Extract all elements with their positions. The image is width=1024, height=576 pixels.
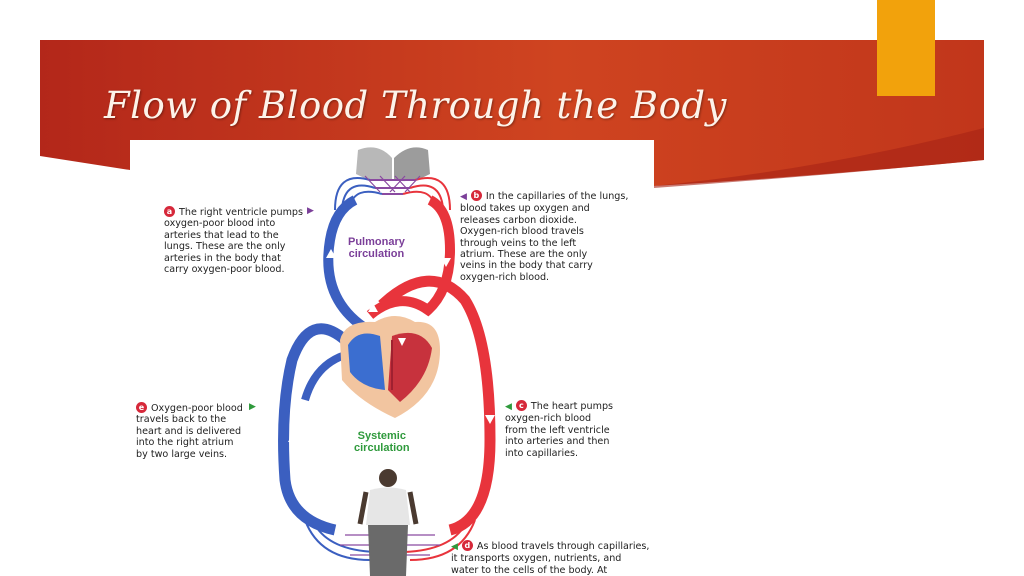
heart-icon [340, 316, 440, 418]
flow-arrows [288, 249, 495, 442]
note-badge: e [136, 402, 147, 413]
slide-title: Flow of Blood Through the Body [104, 84, 727, 127]
accent-tab [877, 0, 935, 96]
note-text: Oxygen-poor blood travels back to the he… [136, 403, 243, 460]
person-figure [357, 469, 419, 576]
circulation-diagram [278, 147, 496, 576]
vena-cava [278, 323, 349, 536]
note-text: As blood travels through capillaries, it… [451, 541, 650, 576]
pointer-left-icon: ◀ [505, 402, 512, 412]
pointer-left-icon: ◀ [451, 542, 458, 552]
systemic-circulation-label: Systemic circulation [354, 430, 410, 454]
pointer-right-icon: ▶ [249, 402, 256, 412]
aorta [378, 275, 496, 536]
pulmonary-artery [323, 195, 371, 335]
note-badge: a [164, 206, 175, 217]
body-capillaries [304, 519, 476, 561]
note-text: The heart pumps oxygen-rich blood from t… [505, 401, 614, 459]
pointer-left-icon: ◀ [460, 192, 467, 202]
note-badge: c [515, 400, 527, 411]
note-badge: d [461, 540, 473, 551]
lungs-icon [356, 147, 430, 182]
note-badge: b [470, 190, 482, 201]
pulmonary-circulation-label: Pulmonary circulation [348, 236, 405, 260]
note-text: The right ventricle pumps oxygen-poor bl… [164, 207, 304, 276]
note-text: In the capillaries of the lungs, blood t… [460, 191, 629, 283]
pointer-right-icon: ▶ [307, 206, 314, 216]
